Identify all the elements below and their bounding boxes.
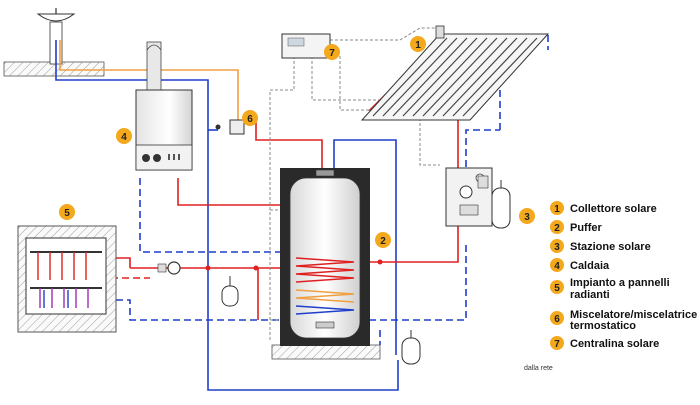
- badge-1: 1: [410, 36, 426, 52]
- svg-text:2: 2: [554, 223, 560, 234]
- pump-station-icon: [445, 167, 493, 227]
- svg-text:radianti: radianti: [570, 289, 610, 301]
- svg-text:Collettore solare: Collettore solare: [570, 203, 657, 215]
- controller-icon: [281, 33, 331, 59]
- note-text: dalla rete: [524, 365, 553, 372]
- badge-7: 7: [324, 44, 340, 60]
- expansion-vessel-icon: [491, 180, 511, 229]
- legend-item-1: 1 Collettore solare: [550, 201, 657, 215]
- svg-text:6: 6: [554, 314, 560, 325]
- svg-text:1: 1: [554, 204, 560, 215]
- svg-text:7: 7: [554, 339, 560, 350]
- svg-text:5: 5: [554, 283, 560, 294]
- svg-text:2: 2: [380, 236, 386, 247]
- solar-collector-icon: [360, 25, 550, 121]
- legend: 1 Collettore solare 2 Puffer 3 Stazione …: [550, 201, 697, 350]
- legend-item-2: 2 Puffer: [550, 220, 603, 234]
- svg-text:4: 4: [554, 261, 560, 272]
- legend-item-3: 3 Stazione solare: [550, 239, 651, 253]
- pipe-valves: [205, 259, 383, 271]
- svg-text:Centralina solare: Centralina solare: [570, 338, 659, 350]
- badge-3: 3: [519, 208, 535, 224]
- floor-heating-manifold-icon: [17, 225, 117, 333]
- hot-coil: [295, 257, 355, 283]
- svg-text:Stazione solare: Stazione solare: [570, 241, 651, 253]
- svg-text:3: 3: [524, 212, 530, 223]
- badge-2: 2: [375, 232, 391, 248]
- expansion-vessel-2-icon: [221, 276, 239, 307]
- badge-5: 5: [59, 204, 75, 220]
- svg-text:6: 6: [247, 114, 253, 125]
- svg-text:Caldaia: Caldaia: [570, 260, 610, 272]
- svg-text:1: 1: [415, 40, 421, 51]
- svg-text:7: 7: [329, 48, 335, 59]
- circulation-pump-icon: [157, 261, 181, 275]
- storage-tank-icon: [280, 168, 370, 346]
- badge-4: 4: [116, 128, 132, 144]
- svg-text:Miscelatore/miscelatrice: Miscelatore/miscelatrice: [570, 309, 697, 321]
- badge-6: 6: [242, 110, 258, 126]
- legend-item-7: 7 Centralina solare: [550, 336, 659, 350]
- svg-text:Impianto a pannelli: Impianto a pannelli: [570, 277, 670, 289]
- svg-text:5: 5: [64, 208, 70, 219]
- legend-item-6: 6 Miscelatore/miscelatrice termostatico: [550, 309, 697, 332]
- ground-bottom: [271, 344, 381, 360]
- boiler-icon: [135, 41, 193, 171]
- expansion-vessel-3-icon: [401, 330, 421, 365]
- solar-coil: [295, 305, 355, 315]
- domestic-coil: [295, 289, 355, 303]
- cold-water-pipes: [55, 40, 399, 391]
- svg-text:termostatico: termostatico: [570, 320, 636, 332]
- svg-text:4: 4: [121, 132, 127, 143]
- legend-item-5: 5 Impianto a pannelli radianti: [550, 277, 670, 301]
- svg-text:3: 3: [554, 242, 560, 253]
- thermostatic-mixer-icon: [215, 119, 245, 135]
- legend-item-4: 4 Caldaia: [550, 258, 610, 272]
- svg-text:Puffer: Puffer: [570, 222, 603, 234]
